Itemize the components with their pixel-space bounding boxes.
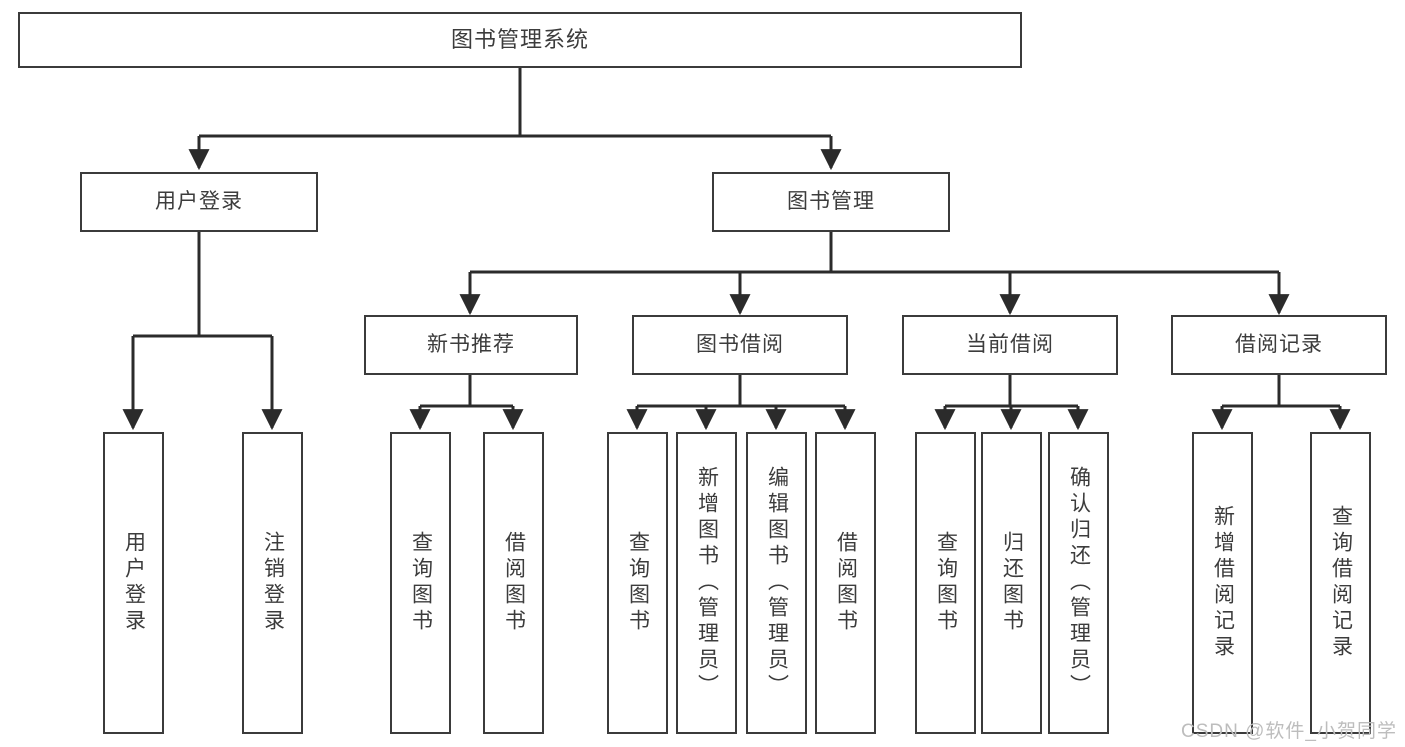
leaf-borrow-edit-book-admin[interactable]: 编辑图书（管理员） bbox=[746, 432, 807, 734]
node-label: 借阅记录 bbox=[1235, 333, 1323, 357]
leaf-user-login-login[interactable]: 用户登录 bbox=[103, 432, 164, 734]
node-label: 新增图书（管理员） bbox=[695, 466, 719, 700]
leaf-new-book-borrow-book[interactable]: 借阅图书 bbox=[483, 432, 544, 734]
node-label: 注销登录 bbox=[261, 531, 285, 635]
node-label: 借阅图书 bbox=[502, 531, 526, 635]
node-label: 当前借阅 bbox=[966, 333, 1054, 357]
node-label: 查询图书 bbox=[409, 531, 433, 635]
node-label: 查询图书 bbox=[934, 531, 958, 635]
leaf-new-book-query-book[interactable]: 查询图书 bbox=[390, 432, 451, 734]
node-label: 新增借阅记录 bbox=[1211, 505, 1235, 661]
node-borrow-record[interactable]: 借阅记录 bbox=[1171, 315, 1387, 375]
node-book-borrow[interactable]: 图书借阅 bbox=[632, 315, 848, 375]
leaf-user-login-logout[interactable]: 注销登录 bbox=[242, 432, 303, 734]
watermark-text: CSDN @软件_小贺同学 bbox=[1181, 721, 1397, 742]
leaf-record-add-borrow-record[interactable]: 新增借阅记录 bbox=[1192, 432, 1253, 734]
node-book-management[interactable]: 图书管理 bbox=[712, 172, 950, 232]
leaf-record-query-borrow-record[interactable]: 查询借阅记录 bbox=[1310, 432, 1371, 734]
node-label: 查询图书 bbox=[626, 531, 650, 635]
node-new-book-recommend[interactable]: 新书推荐 bbox=[364, 315, 578, 375]
node-label: 编辑图书（管理员） bbox=[765, 466, 789, 700]
leaf-current-query-book[interactable]: 查询图书 bbox=[915, 432, 976, 734]
node-label: 图书借阅 bbox=[696, 333, 784, 357]
node-label: 借阅图书 bbox=[834, 531, 858, 635]
leaf-current-return-book[interactable]: 归还图书 bbox=[981, 432, 1042, 734]
node-current-borrow[interactable]: 当前借阅 bbox=[902, 315, 1118, 375]
node-label: 用户登录 bbox=[155, 190, 243, 214]
node-label: 确认归还（管理员） bbox=[1067, 466, 1091, 700]
leaf-borrow-query-book[interactable]: 查询图书 bbox=[607, 432, 668, 734]
node-label: 用户登录 bbox=[122, 531, 146, 635]
node-label: 新书推荐 bbox=[427, 333, 515, 357]
node-label: 图书管理系统 bbox=[450, 26, 589, 52]
node-user-login[interactable]: 用户登录 bbox=[80, 172, 318, 232]
leaf-borrow-add-book-admin[interactable]: 新增图书（管理员） bbox=[676, 432, 737, 734]
leaf-borrow-borrow-book[interactable]: 借阅图书 bbox=[815, 432, 876, 734]
leaf-current-confirm-return-admin[interactable]: 确认归还（管理员） bbox=[1048, 432, 1109, 734]
node-root-book-management-system[interactable]: 图书管理系统 bbox=[18, 12, 1022, 68]
node-label: 归还图书 bbox=[1000, 531, 1024, 635]
node-label: 查询借阅记录 bbox=[1329, 505, 1353, 661]
node-label: 图书管理 bbox=[787, 190, 875, 214]
